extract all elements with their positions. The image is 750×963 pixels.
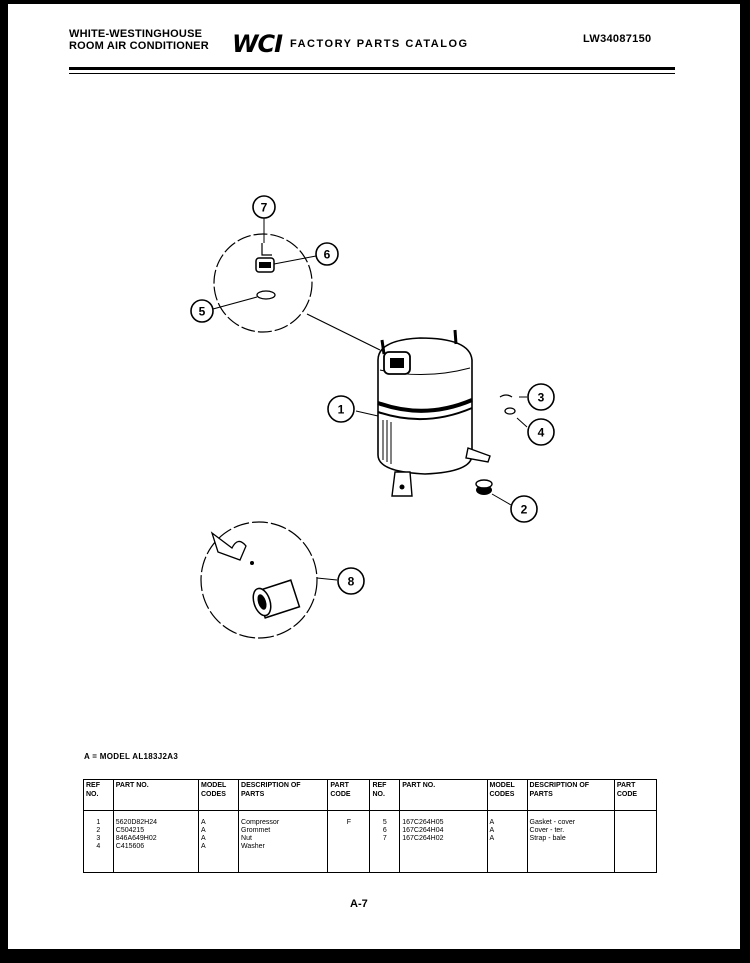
col-model-codes: MODEL CODES bbox=[197, 779, 240, 811]
right-desc-cell: Gasket - cover Cover - ter. Strap - bale bbox=[526, 810, 615, 873]
col-part-code-2: PART CODE bbox=[613, 779, 658, 811]
svg-text:3: 3 bbox=[538, 391, 545, 405]
catalog-title: FACTORY PARTS CATALOG bbox=[290, 38, 469, 50]
left-part-cell: 5620D82H24 C504215 846A649H02 C415606 bbox=[112, 810, 199, 873]
page-number: A-7 bbox=[350, 898, 368, 910]
col-description-2: DESCRIPTION OF PARTS bbox=[526, 779, 615, 811]
right-part-cell: 167C264H05 167C264H04 167C264H02 bbox=[399, 810, 488, 873]
col-description: DESCRIPTION OF PARTS bbox=[238, 779, 329, 811]
header-rule-thin bbox=[69, 73, 675, 74]
col-part-no-2: PART NO. bbox=[399, 779, 488, 811]
table-row: 1 2 3 4 5620D82H24 C504215 846A649H02 C4… bbox=[83, 810, 658, 873]
wci-logo: WCI bbox=[232, 30, 283, 58]
callout-1: 1 bbox=[327, 395, 355, 423]
model-note: A = MODEL AL183J2A3 bbox=[84, 752, 179, 761]
svg-text:7: 7 bbox=[261, 201, 268, 215]
strap-bale-shape bbox=[261, 243, 272, 256]
left-desc-cell: Compressor Grommet Nut Washer bbox=[238, 810, 329, 873]
grommet-shape bbox=[475, 479, 493, 495]
left-ref-cell: 1 2 3 4 bbox=[83, 810, 114, 873]
svg-text:4: 4 bbox=[538, 426, 545, 440]
svg-text:2: 2 bbox=[521, 503, 528, 517]
nut-shape bbox=[499, 394, 513, 398]
left-code-cell: F bbox=[327, 810, 371, 873]
callout-2: 2 bbox=[510, 495, 538, 523]
gasket-shape bbox=[256, 290, 276, 300]
bracket-shape bbox=[210, 531, 247, 561]
brand-line-1: WHITE-WESTINGHOUSE bbox=[69, 28, 203, 40]
col-model-codes-2: MODEL CODES bbox=[486, 779, 528, 811]
right-code-cell bbox=[613, 810, 658, 873]
detail-circle-top bbox=[213, 233, 313, 333]
compressor-shape bbox=[377, 329, 491, 497]
detail-circle-bottom bbox=[200, 521, 318, 639]
svg-text:8: 8 bbox=[348, 575, 355, 589]
left-model-cell: A A A A bbox=[197, 810, 240, 873]
callout-7: 7 bbox=[252, 195, 276, 243]
washer-shape bbox=[504, 407, 516, 415]
brand-header: WHITE-WESTINGHOUSE ROOM AIR CONDITIONER bbox=[69, 28, 209, 52]
cylinder-part-shape bbox=[252, 579, 301, 619]
svg-text:6: 6 bbox=[324, 248, 331, 262]
callout-8: 8 bbox=[337, 567, 365, 595]
callout-5: 5 bbox=[190, 296, 258, 323]
parts-table: REF NO. PART NO. MODEL CODES DESCRIPTION… bbox=[83, 779, 658, 873]
col-ref-no-2: REF NO. bbox=[369, 779, 401, 811]
callout-6-top: 6 bbox=[273, 242, 339, 266]
leader-top bbox=[306, 313, 381, 351]
callout-3: 3 bbox=[527, 383, 555, 411]
right-model-cell: A A A bbox=[486, 810, 528, 873]
svg-text:5: 5 bbox=[199, 305, 206, 319]
callout-4: 4 bbox=[527, 418, 555, 446]
right-ref-cell: 5 6 7 bbox=[369, 810, 401, 873]
col-ref-no: REF NO. bbox=[83, 779, 114, 811]
document-number: LW34087150 bbox=[583, 33, 652, 45]
svg-text:1: 1 bbox=[338, 403, 345, 417]
brand-line-2: ROOM AIR CONDITIONER bbox=[69, 40, 209, 52]
col-part-code: PART CODE bbox=[327, 779, 371, 811]
col-part-no: PART NO. bbox=[112, 779, 199, 811]
parts-table-header: REF NO. PART NO. MODEL CODES DESCRIPTION… bbox=[83, 779, 658, 811]
header-rule-thick bbox=[69, 67, 675, 70]
